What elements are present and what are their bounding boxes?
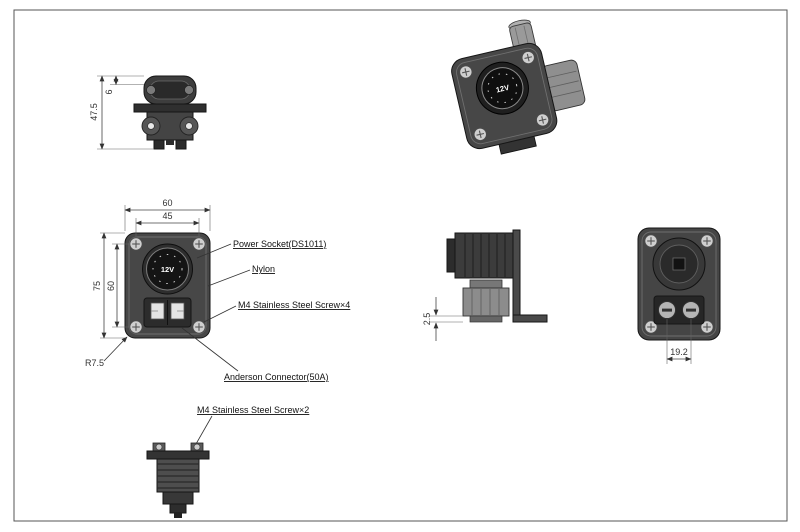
callout-anderson: Anderson Connector(50A) bbox=[224, 372, 329, 382]
front-plate-edge-highlight bbox=[128, 236, 207, 335]
screw-icon bbox=[129, 320, 143, 334]
side-socket-cylinder bbox=[454, 232, 514, 279]
screw-icon bbox=[192, 320, 206, 334]
side-plate-edge bbox=[512, 229, 521, 323]
dim-front-height-inner: 60 bbox=[106, 281, 116, 291]
iso-socket-face-marks bbox=[487, 73, 518, 104]
iso-socket-voltage-marking: 12V bbox=[495, 83, 510, 95]
rear-view-dimensions: 19.2 bbox=[666, 319, 692, 364]
front-view-dimensions: 60 45 75 60 R7.5 bbox=[85, 198, 211, 368]
side-connector-body bbox=[462, 287, 510, 317]
bottom-ear-screw-right bbox=[193, 443, 201, 451]
rear-terminal-slot-right bbox=[686, 308, 696, 312]
screw-icon bbox=[644, 234, 658, 248]
callout-m4-screw2: M4 Stainless Steel Screw×2 bbox=[197, 405, 309, 415]
sheet-border bbox=[13, 9, 788, 522]
iso-socket-ring bbox=[481, 67, 524, 110]
callout-power-socket: Power Socket(DS1011) bbox=[233, 239, 326, 249]
dim-top-height: 47.5 bbox=[89, 103, 99, 121]
top-view-flange bbox=[133, 103, 207, 113]
dim-front-corner-radius: R7.5 bbox=[85, 358, 104, 368]
top-view-tab-right bbox=[175, 139, 187, 150]
front-view: 12V bbox=[124, 232, 211, 339]
bottom-lower-cap bbox=[162, 491, 194, 505]
iso-plate-edge-highlight bbox=[455, 47, 553, 145]
dim-front-width-outer: 60 bbox=[162, 198, 172, 208]
top-view-tab-left bbox=[153, 139, 165, 150]
rear-view bbox=[637, 227, 721, 341]
dim-front-width-inner: 45 bbox=[162, 211, 172, 221]
rear-terminal-slot-left bbox=[662, 308, 672, 312]
bottom-view bbox=[146, 442, 210, 518]
front-socket-ring bbox=[146, 247, 189, 291]
front-socket-voltage-marking: 12V bbox=[161, 265, 174, 274]
side-connector-step bbox=[469, 279, 503, 289]
side-view-dimensions: 2.5 bbox=[422, 297, 463, 341]
bottom-nub bbox=[169, 503, 187, 514]
top-view-cap-inner bbox=[149, 80, 191, 100]
dim-top-cap: 6 bbox=[104, 89, 114, 94]
isometric-view: 12V bbox=[451, 19, 586, 155]
top-view-dimensions: 47.5 6 bbox=[89, 75, 154, 150]
rear-socket-terminal-square bbox=[672, 257, 686, 271]
side-flange-foot bbox=[512, 314, 548, 323]
rear-plate-edge-highlight bbox=[641, 231, 717, 337]
callout-annotations: Power Socket(DS1011) Nylon M4 Stainless … bbox=[181, 239, 350, 445]
screw-icon bbox=[129, 237, 143, 251]
top-view-cap-lug-right bbox=[184, 85, 194, 95]
side-connector-base bbox=[469, 315, 503, 323]
dim-front-height-outer: 75 bbox=[92, 281, 102, 291]
screw-icon bbox=[192, 237, 206, 251]
front-socket-face-marks bbox=[152, 254, 183, 284]
dim-rear-terminal-spacing: 19.2 bbox=[670, 347, 688, 357]
callout-m4-screw4: M4 Stainless Steel Screw×4 bbox=[238, 300, 350, 310]
top-view-ear-hole-right bbox=[185, 122, 193, 130]
top-view-ear-hole-left bbox=[147, 122, 155, 130]
screw-icon bbox=[700, 234, 714, 248]
top-view bbox=[133, 75, 207, 150]
top-view-cap-lug-left bbox=[146, 85, 156, 95]
top-view-tab-center bbox=[166, 140, 174, 145]
callout-nylon: Nylon bbox=[252, 264, 275, 274]
bottom-nub-tip bbox=[174, 513, 182, 518]
bottom-flange bbox=[146, 450, 210, 460]
side-view bbox=[446, 229, 548, 323]
dim-side-gap: 2.5 bbox=[422, 313, 432, 326]
bottom-ear-screw-left bbox=[155, 443, 163, 451]
